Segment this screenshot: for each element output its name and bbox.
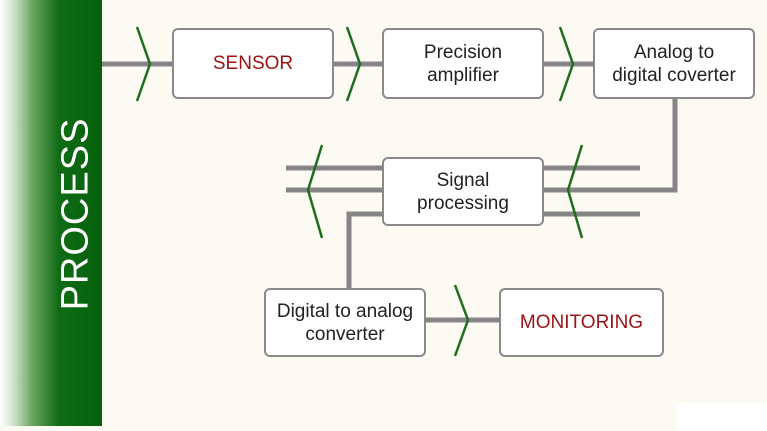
arrow-chevron-5 xyxy=(306,144,324,239)
monitoring-block: MONITORING xyxy=(499,288,664,357)
wire-adc-to-processing xyxy=(544,98,678,193)
arrow-chevron-3 xyxy=(558,26,575,102)
dac-block: Digital to analog converter xyxy=(264,288,426,357)
process-bar xyxy=(0,0,102,426)
adc-block: Analog to digital coverter xyxy=(593,28,755,99)
arrow-chevron-4 xyxy=(566,144,584,239)
sensor-block: SENSOR xyxy=(172,28,334,99)
arrow-chevron-6 xyxy=(453,284,470,357)
arrow-chevron-1 xyxy=(135,26,152,102)
arrow-chevron-2 xyxy=(345,26,362,102)
wire-processing-to-dac xyxy=(346,211,382,288)
amplifier-block: Precision amplifier xyxy=(382,28,544,99)
signal-processing-block: Signal processing xyxy=(382,157,544,226)
bottom-edge-strip xyxy=(676,403,767,431)
